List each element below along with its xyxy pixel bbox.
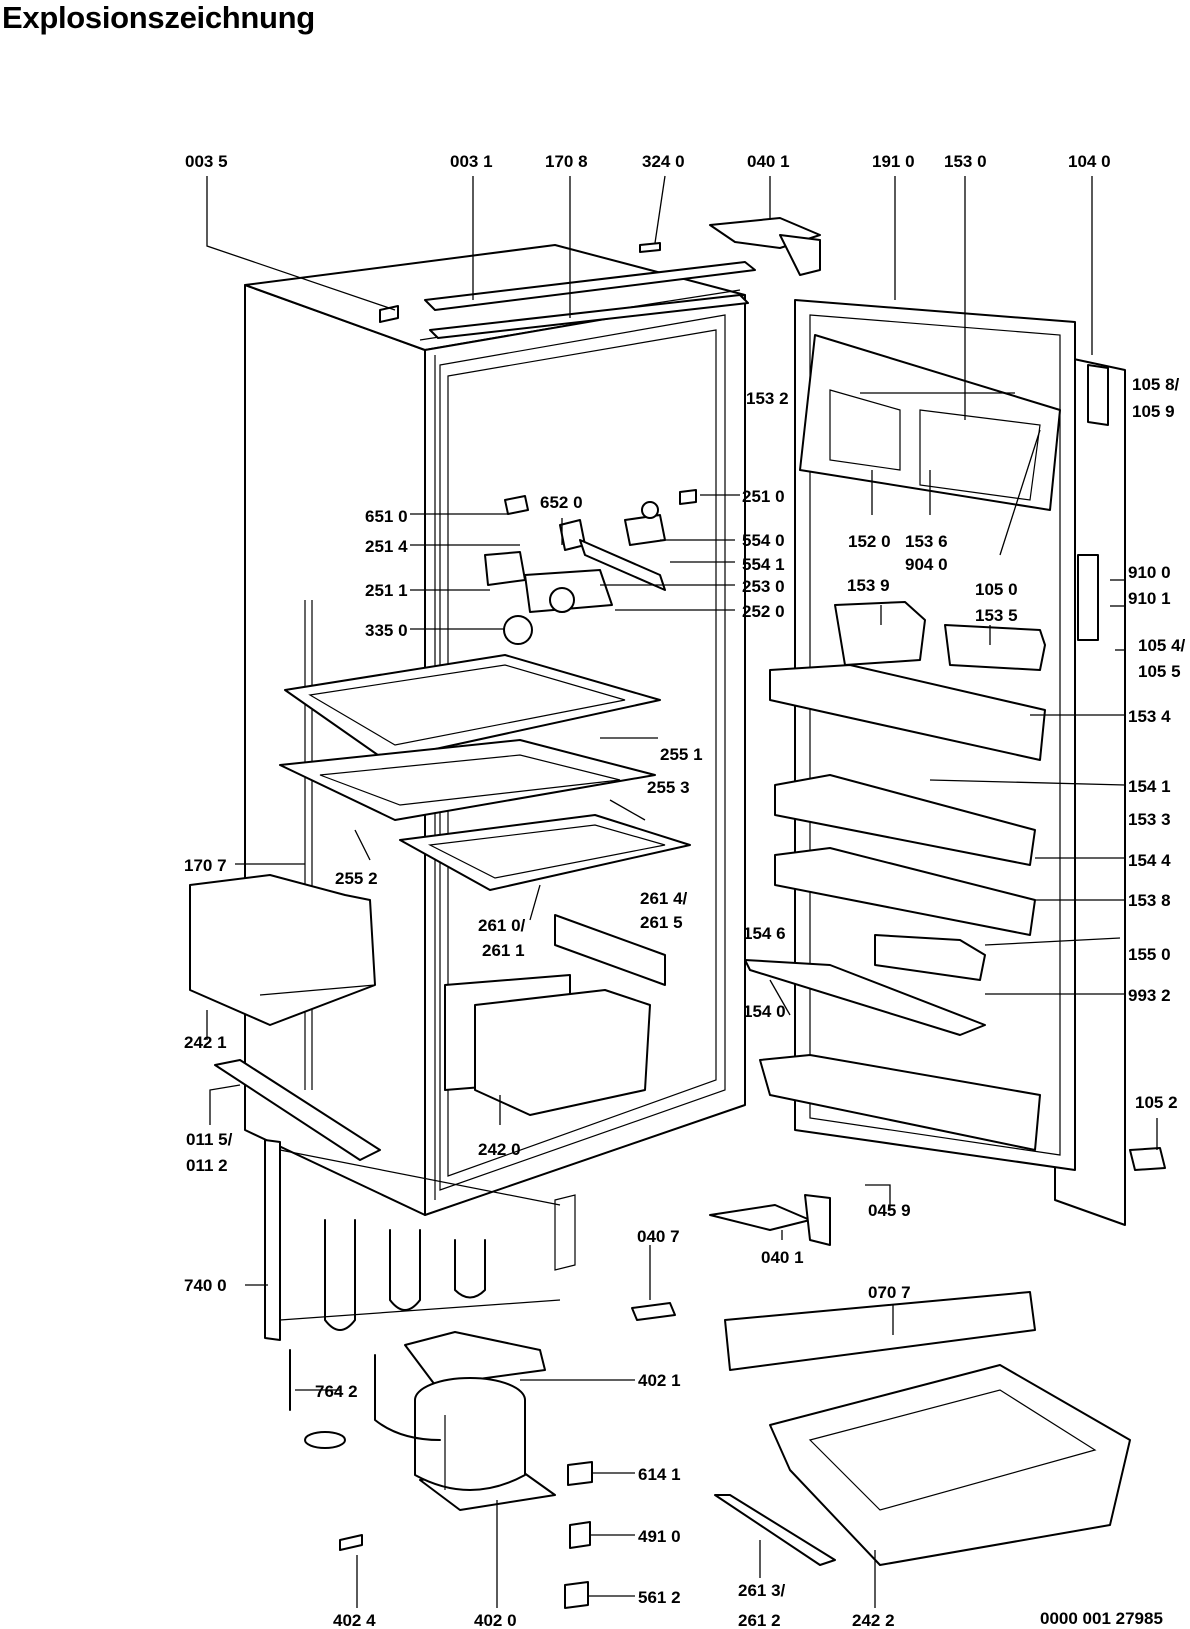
part-label: 910 0 [1128, 563, 1171, 582]
part-label: 105 9 [1132, 402, 1175, 421]
part-label: 155 0 [1128, 945, 1171, 964]
part-label: 554 0 [742, 531, 785, 550]
part-label: 242 2 [852, 1611, 895, 1629]
part-label: 154 4 [1128, 851, 1171, 870]
part-label: 242 1 [184, 1033, 227, 1052]
part-label: 154 1 [1128, 777, 1171, 796]
part-label: 261 5 [640, 913, 683, 932]
part-label: 153 2 [746, 389, 789, 408]
part-label: 153 6 [905, 532, 948, 551]
part-label: 105 8/ [1132, 375, 1180, 394]
part-label: 255 1 [660, 745, 703, 764]
part-label: 261 0/ [478, 916, 526, 935]
part-label: 153 8 [1128, 891, 1171, 910]
part-label: 324 0 [642, 152, 685, 171]
bottom-drawer [714, 1291, 1131, 1566]
part-label: 261 4/ [640, 889, 688, 908]
part-label: 191 0 [872, 152, 915, 171]
part-label: 153 0 [944, 152, 987, 171]
part-label: 170 7 [184, 856, 227, 875]
bottom-rail [214, 1059, 381, 1161]
bottom-hinge [709, 1147, 1166, 1246]
page-title: Explosionszeichnung [2, 0, 315, 35]
part-label: 904 0 [905, 555, 948, 574]
part-label: 251 0 [742, 487, 785, 506]
part-label: 011 2 [186, 1156, 228, 1175]
part-label: 255 3 [647, 778, 690, 797]
part-label: 491 0 [638, 1527, 681, 1546]
part-label: 152 0 [848, 532, 891, 551]
part-label: 153 4 [1128, 707, 1171, 726]
part-label: 105 5 [1138, 662, 1181, 681]
part-label: 040 1 [747, 152, 790, 171]
part-label: 105 2 [1135, 1093, 1178, 1112]
part-label: 251 1 [365, 581, 408, 600]
part-label: 740 0 [184, 1276, 227, 1295]
glass-shelves [279, 654, 691, 891]
small-parts [339, 1302, 676, 1609]
compressor [404, 1331, 556, 1511]
part-label: 402 0 [474, 1611, 517, 1629]
part-label: 261 1 [482, 941, 525, 960]
part-label: 045 9 [868, 1201, 911, 1220]
part-label: 261 3/ [738, 1581, 786, 1600]
leader-lines [206, 175, 1158, 1608]
part-label: 040 1 [761, 1248, 804, 1267]
sensor-tube [289, 1349, 441, 1449]
part-label: 154 6 [743, 924, 786, 943]
part-label: 153 9 [847, 576, 890, 595]
part-label: 402 4 [333, 1611, 376, 1629]
part-label: 402 1 [638, 1371, 681, 1390]
part-label: 261 2 [738, 1611, 781, 1629]
control-unit [484, 489, 697, 645]
part-label: 170 8 [545, 152, 588, 171]
part-label: 993 2 [1128, 986, 1171, 1005]
part-label: 153 5 [975, 606, 1018, 625]
part-label: 251 4 [365, 537, 408, 556]
part-label: 003 5 [185, 152, 228, 171]
document-number: 0000 001 27985 [1040, 1609, 1163, 1628]
part-label: 040 7 [637, 1227, 680, 1246]
part-label: 104 0 [1068, 152, 1111, 171]
part-label: 335 0 [365, 621, 408, 640]
part-label: 910 1 [1128, 589, 1171, 608]
part-label: 561 2 [638, 1588, 681, 1607]
part-label: 651 0 [365, 507, 408, 526]
part-label: 554 1 [742, 555, 785, 574]
part-label: 070 7 [868, 1283, 911, 1302]
top-hinge [709, 217, 821, 276]
part-label: 153 3 [1128, 810, 1171, 829]
door-bins [744, 334, 1061, 1151]
part-labels: 003 5 003 1 170 8 324 0 040 1 191 0 153 … [184, 152, 1186, 1629]
part-label: 253 0 [742, 577, 785, 596]
part-label: 242 0 [478, 1140, 521, 1159]
part-label: 003 1 [450, 152, 493, 171]
part-label: 105 4/ [1138, 636, 1186, 655]
part-label: 154 0 [743, 1002, 786, 1021]
part-label: 614 1 [638, 1465, 681, 1484]
top-rails [379, 242, 756, 339]
part-label: 252 0 [742, 602, 785, 621]
part-label: 105 0 [975, 580, 1018, 599]
part-label: 652 0 [540, 493, 583, 512]
part-label: 764 2 [315, 1382, 358, 1401]
part-label: 255 2 [335, 869, 378, 888]
inner-drawers [189, 874, 666, 1116]
part-label: 011 5/ [186, 1130, 233, 1149]
condenser [264, 1139, 576, 1341]
